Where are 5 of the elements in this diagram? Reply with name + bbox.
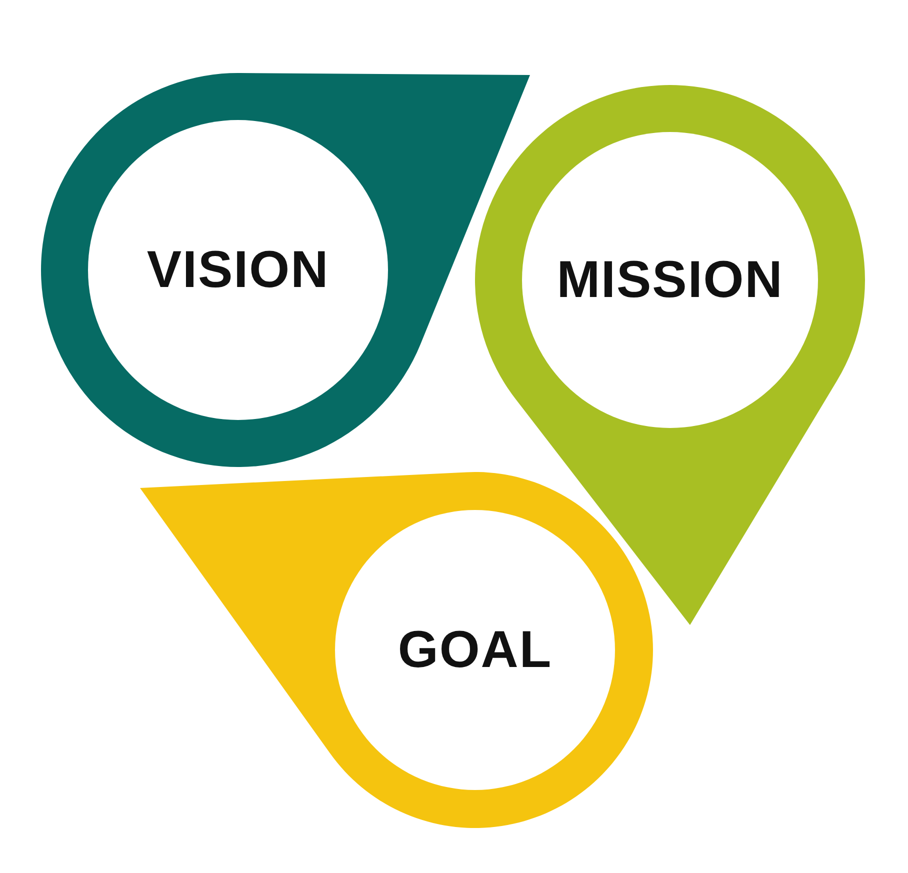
node-label: MISSION	[556, 250, 784, 310]
pin-shape	[140, 472, 653, 828]
node-label: GOAL	[398, 620, 552, 680]
node-label: VISION	[146, 240, 330, 300]
pin-shape	[41, 73, 530, 467]
